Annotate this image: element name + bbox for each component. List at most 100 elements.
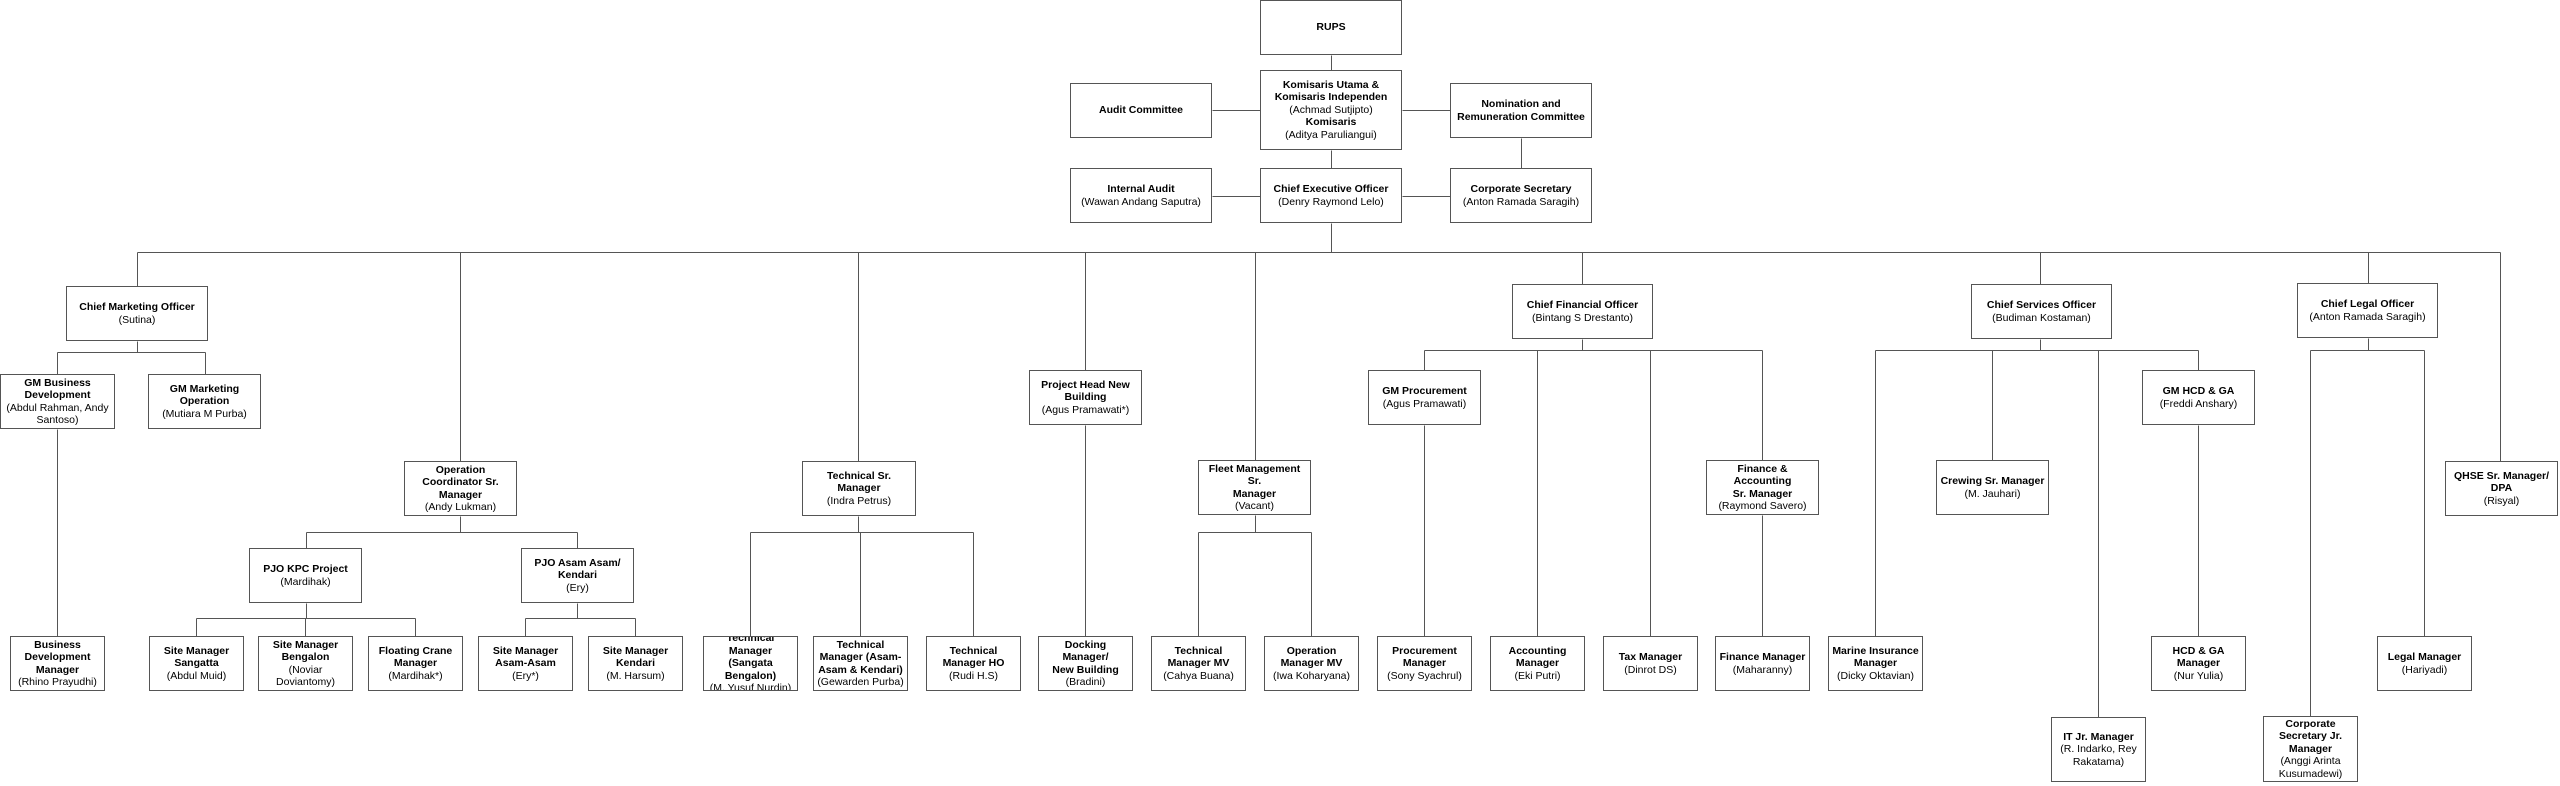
node-title: Audit Committee [1099, 104, 1183, 117]
node-title: Chief Executive Officer [1273, 183, 1389, 195]
node-title-2: Komisaris [1305, 116, 1357, 129]
node-clo: Chief Legal Officer(Anton Ramada Saragih… [2297, 283, 2438, 338]
node-crewing-sr-manager: Crewing Sr. Manager(M. Jauhari) [1936, 460, 2049, 515]
node-person: (Ery*) [512, 669, 539, 682]
node-pjo-asam-asam-kendari: PJO Asam Asam/Kendari(Ery) [521, 548, 634, 603]
node-finance-manager: Finance Manager(Maharanny) [1715, 636, 1810, 691]
node-gm-procurement: GM Procurement(Agus Pramawati) [1368, 370, 1481, 425]
node-person: (Sony Syachrul) [1387, 669, 1462, 682]
node-internal-audit: Internal Audit(Wawan Andang Saputra) [1070, 168, 1212, 223]
node-person: (Vacant) [1235, 500, 1274, 512]
node-fleet-management-sr-manager: Fleet Management Sr.Manager(Vacant) [1198, 460, 1311, 515]
node-title: Internal Audit [1107, 183, 1175, 195]
node-person: (Denry Raymond Lelo) [1278, 195, 1384, 208]
node-title: QHSE Sr. Manager/DPA [2453, 469, 2550, 495]
node-person: (Bradini) [1065, 676, 1106, 688]
node-title: Komisaris Utama &Komisaris Independen [1274, 78, 1388, 104]
node-title: Technical Sr. Manager [827, 469, 891, 495]
node-person-2: (Aditya Paruliangui) [1285, 128, 1377, 141]
node-person: (Dicky Oktavian) [1836, 669, 1914, 682]
node-person: (Maharanny) [1732, 663, 1793, 676]
node-person: (Abdul Muid) [166, 669, 227, 682]
node-person: (Indra Petrus) [826, 494, 892, 507]
node-title: Chief Legal Officer [2320, 298, 2415, 310]
node-title: Legal Manager [2387, 651, 2462, 663]
node-rups: RUPS [1260, 0, 1402, 55]
node-gm-hcd-ga: GM HCD & GA(Freddi Anshary) [2142, 370, 2255, 425]
node-title: RUPS [1316, 21, 1346, 34]
node-cmo: Chief Marketing Officer(Sutina) [66, 286, 208, 341]
node-pjo-kpc-project: PJO KPC Project(Mardihak) [249, 548, 362, 603]
node-title: GM Procurement [1382, 385, 1467, 397]
node-person: (Anton Ramada Saragih) [1462, 195, 1580, 208]
node-person: (Wawan Andang Saputra) [1081, 195, 1201, 208]
node-audit-committee: Audit Committee [1070, 83, 1212, 138]
node-person: (Nur Yulia) [2173, 669, 2224, 682]
node-person: (Eki Putri) [1514, 669, 1561, 682]
node-title: Fleet Management Sr.Manager [1208, 462, 1301, 500]
node-person: (Bintang S Drestanto) [1532, 311, 1633, 324]
node-title: Docking Manager/New Building [1052, 638, 1119, 676]
node-tax-manager: Tax Manager(Dinrot DS) [1603, 636, 1698, 691]
node-cfo: Chief Financial Officer(Bintang S Dresta… [1512, 284, 1653, 339]
node-title: Crewing Sr. Manager [1940, 475, 2045, 487]
node-person: (M. Harsum) [606, 669, 665, 682]
node-person: (Mutiara M Purba) [162, 407, 247, 420]
node-person: (Freddi Anshary) [2159, 397, 2238, 410]
node-title: Chief Financial Officer [1526, 299, 1639, 311]
node-person: (M. Yusuf Nurdin) [709, 682, 792, 691]
node-title: IT Jr. Manager [2063, 730, 2134, 743]
node-title: PJO Asam Asam/Kendari [534, 556, 621, 582]
node-person: (Mardihak*) [388, 669, 443, 682]
node-ceo: Chief Executive Officer(Denry Raymond Le… [1260, 168, 1402, 223]
node-board-of-commissioners: Komisaris Utama &Komisaris Independen(Ac… [1260, 70, 1402, 150]
node-person: (Raymond Savero) [1718, 500, 1807, 512]
node-person: (Mardihak) [280, 575, 331, 588]
node-person: (Rudi H.S) [948, 669, 998, 682]
node-title: Chief Services Officer [1986, 299, 2097, 311]
node-title: Tax Manager [1618, 651, 1683, 663]
node-person: (Hariyadi) [2401, 663, 2448, 676]
node-person: (Risyal) [2483, 494, 2520, 507]
node-technical-sr-manager: Technical Sr. Manager(Indra Petrus) [802, 461, 916, 516]
node-person: (Achmad Sutjipto) [1289, 103, 1373, 116]
node-person: (Agus Pramawati) [1382, 397, 1467, 410]
node-person: (Anton Ramada Saragih) [2309, 310, 2426, 323]
node-title: Finance Manager [1719, 651, 1806, 663]
node-qhse-sr-manager: QHSE Sr. Manager/DPA(Risyal) [2445, 461, 2558, 516]
